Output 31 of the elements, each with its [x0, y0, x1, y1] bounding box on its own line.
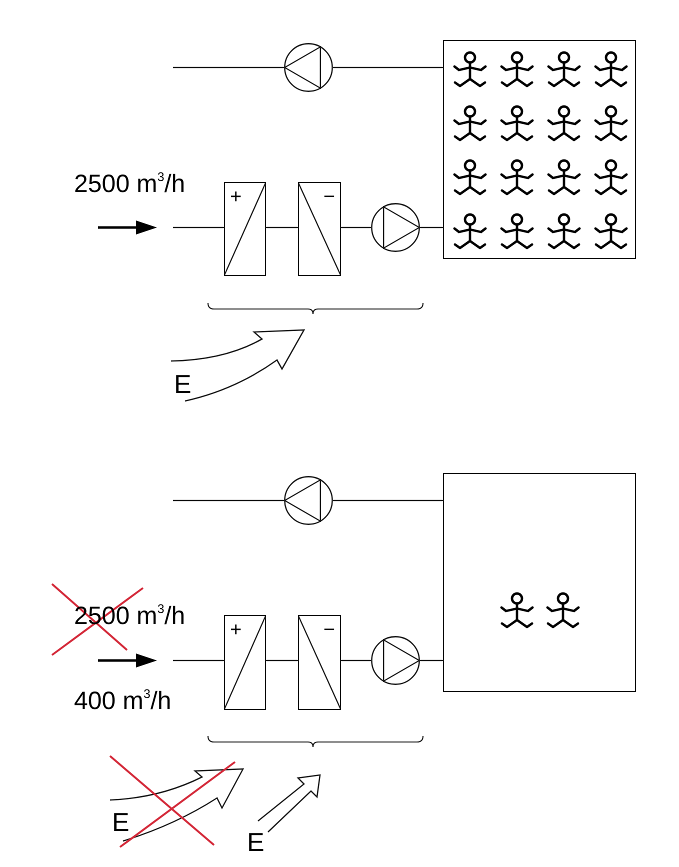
heater-symbol — [224, 182, 266, 276]
duct-line — [173, 500, 284, 502]
flow-rate-label: 2500 m$^{3}$/h — [74, 172, 186, 197]
plus-sign: + — [230, 187, 242, 207]
fan-symbol — [284, 43, 333, 92]
minus-sign: − — [323, 187, 335, 207]
fan-symbol — [371, 203, 420, 252]
duct-line — [333, 500, 443, 502]
duct-line — [173, 660, 224, 662]
fan-symbol — [284, 476, 333, 525]
duct-line — [341, 226, 371, 228]
duct-line — [173, 226, 224, 228]
duct-line — [420, 660, 443, 662]
duct-line — [341, 660, 371, 662]
energy-label: E — [247, 829, 264, 855]
cooler-symbol — [298, 615, 341, 710]
fan-symbol — [371, 636, 420, 685]
duct-line — [333, 66, 443, 68]
duct-line — [266, 226, 298, 228]
heater-symbol — [224, 615, 266, 710]
energy-label: E — [112, 809, 130, 835]
energy-label: E — [174, 371, 192, 397]
duct-line — [420, 226, 443, 228]
room-box — [443, 40, 636, 259]
minus-sign: − — [323, 620, 335, 640]
cooler-symbol — [298, 182, 341, 276]
room-box — [443, 473, 636, 692]
flow-rate-label: 400 m$^{3}$/h — [74, 689, 172, 714]
duct-line — [173, 66, 284, 68]
duct-line — [266, 660, 298, 662]
plus-sign: + — [230, 620, 242, 640]
